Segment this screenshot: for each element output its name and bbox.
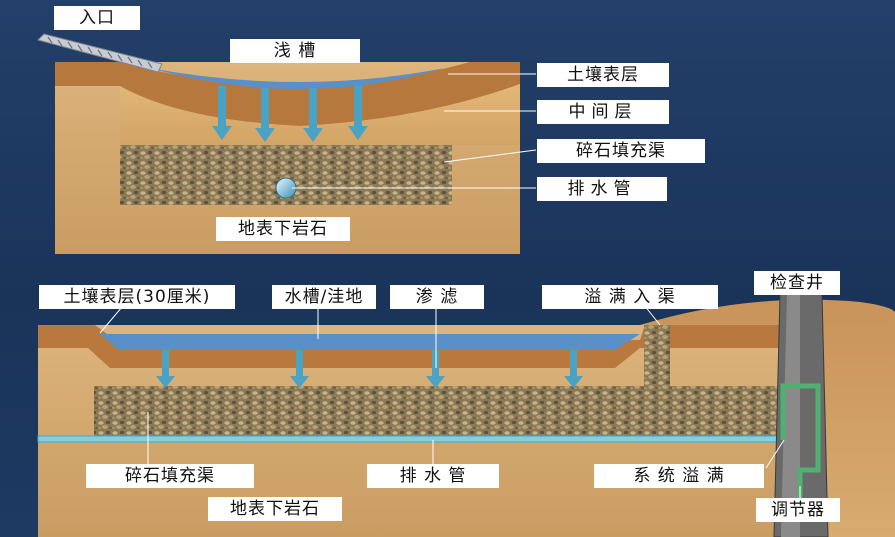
entrance-grate — [37, 33, 163, 73]
top-arrow-3 — [303, 88, 323, 142]
label-system-overflow: 系 统 溢 满 — [594, 464, 764, 488]
manhole — [773, 293, 829, 537]
label-regulator: 调节器 — [756, 498, 840, 522]
top-swale-water — [150, 68, 445, 89]
bottom-drain-pipe — [37, 435, 784, 443]
bottom-leader-lines — [99, 299, 801, 498]
regulator-pipe — [780, 383, 821, 500]
label-top-topsoil: 土壤表层 — [537, 63, 669, 87]
top-arrow-2 — [255, 88, 275, 142]
top-arrow-1 — [212, 86, 232, 140]
label-bottom-topsoil: 土壤表层(30厘米) — [39, 285, 235, 309]
bottom-arrow-4 — [564, 350, 583, 388]
label-top-bedrock: 地表下岩石 — [216, 217, 350, 241]
bottom-infiltration-arrows — [156, 350, 583, 388]
top-cross-section — [37, 33, 537, 254]
label-swale: 浅 槽 — [230, 39, 360, 63]
overflow-gravel-column — [644, 325, 670, 387]
label-overflow-inlet: 溢 满 入 渠 — [542, 285, 718, 309]
bottom-gravel-trench — [94, 386, 780, 440]
label-entrance: 入口 — [54, 6, 140, 30]
label-channel: 水槽/洼地 — [272, 285, 376, 309]
bottom-arrow-3 — [426, 350, 445, 388]
label-bottom-bedrock: 地表下岩石 — [208, 497, 342, 521]
label-filtration: 渗 滤 — [390, 285, 484, 309]
bottom-arrow-2 — [290, 350, 309, 388]
label-middle-layer: 中间层 — [537, 100, 669, 124]
label-bottom-drain-pipe: 排 水 管 — [367, 464, 499, 488]
label-bottom-gravel-trench: 碎石填充渠 — [86, 464, 254, 488]
bottom-arrow-1 — [156, 350, 175, 388]
label-manhole: 检查井 — [754, 271, 840, 295]
label-top-drain-pipe: 排水管 — [537, 177, 667, 201]
top-arrow-4 — [348, 86, 368, 140]
bottom-channel-water — [100, 334, 640, 350]
top-leader-lines — [292, 73, 537, 189]
label-top-gravel-trench: 碎石填充渠 — [537, 139, 705, 163]
bottom-cross-section — [37, 293, 895, 537]
top-infiltration-arrows — [212, 86, 368, 142]
